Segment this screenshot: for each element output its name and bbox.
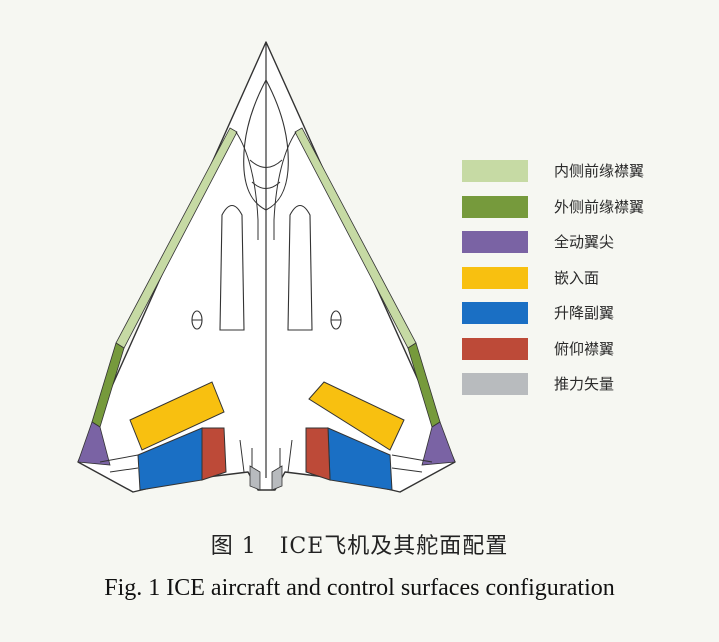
caption-english: Fig. 1 ICE aircraft and control surfaces… (104, 575, 615, 601)
pitch-flap-right (305, 427, 331, 481)
legend-label: 嵌入面 (554, 268, 600, 287)
legend-label: 推力矢量 (554, 375, 615, 393)
aircraft-diagram (77, 41, 456, 493)
legend-swatch (462, 373, 528, 395)
inlet-bay-left (219, 204, 245, 331)
legend-label: 全动翼尖 (554, 233, 615, 251)
nose-chine (249, 159, 283, 189)
inlet-bay-right (287, 204, 313, 331)
all-moving-wingtip-right (421, 421, 456, 466)
trailing-edge-right (391, 454, 433, 473)
pitch-flap-left (201, 427, 227, 481)
legend-label: 内侧前缘襟翼 (554, 162, 645, 180)
canopy-outline (243, 78, 289, 211)
legend-swatch (462, 231, 528, 253)
all-moving-wingtip-left (77, 421, 111, 466)
legend-swatch (462, 160, 528, 182)
legend-swatch (462, 266, 528, 289)
legend-swatch (462, 337, 528, 360)
thrust-vectoring-right (271, 465, 283, 491)
tail-structure (239, 439, 293, 474)
legend-swatch (462, 302, 528, 324)
embedded-surface-right (308, 381, 405, 451)
embedded-surface-left (129, 381, 225, 451)
legend-label: 外侧前缘襟翼 (554, 197, 645, 216)
canopy-frame-right (273, 131, 297, 240)
caption-chinese: 图 1 ICE飞机及其舵面配置 (210, 534, 509, 559)
canopy-frame-left (235, 131, 259, 240)
trailing-edge-left (99, 454, 139, 473)
legend-swatch (462, 195, 528, 218)
legend-label: 升降副翼 (554, 304, 615, 322)
thrust-vectoring-left (249, 465, 261, 491)
legend-label: 俯仰襟翼 (554, 339, 615, 358)
